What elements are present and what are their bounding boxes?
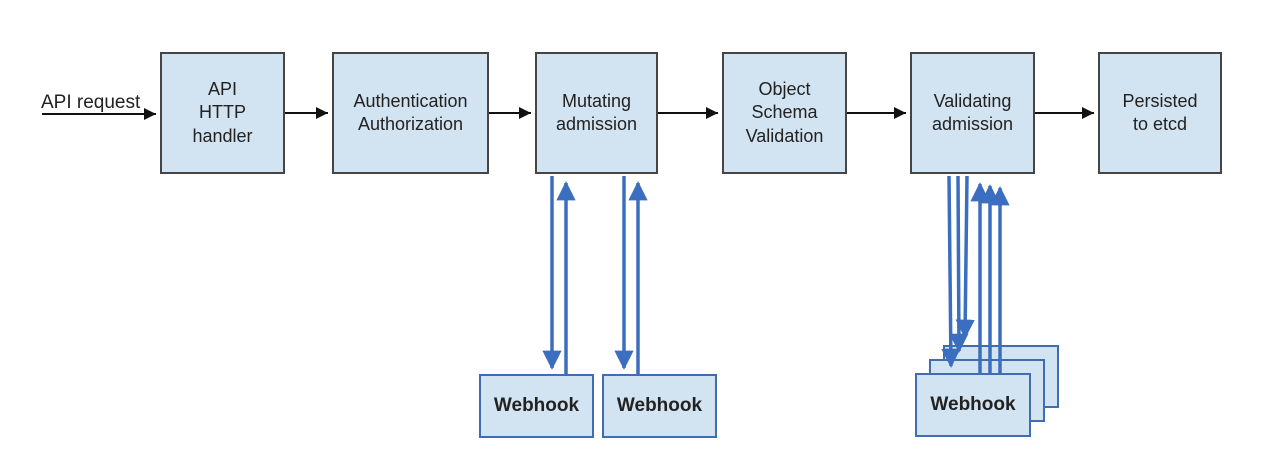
api-request-label: API request [41,92,141,113]
stage-box-mutating-admission: Mutating admission [535,52,658,174]
webhook-box-mutating-2: Webhook [602,374,717,438]
arrow-validating-down-3 [955,175,975,339]
arrow-validating-down-1 [941,175,961,368]
stage-box-object-schema-validation: Object Schema Validation [722,52,847,174]
stage-box-authentication-authorization: Authentication Authorization [332,52,489,174]
arrow-validating-down-2 [949,175,969,353]
stage-box-validating-admission: Validating admission [910,52,1035,174]
stage-box-persisted-to-etcd: Persisted to etcd [1098,52,1222,174]
webhook-box-mutating-1: Webhook [479,374,594,438]
stage-box-api-http-handler: API HTTP handler [160,52,285,174]
webhook-box-validating-front: Webhook [915,373,1031,437]
